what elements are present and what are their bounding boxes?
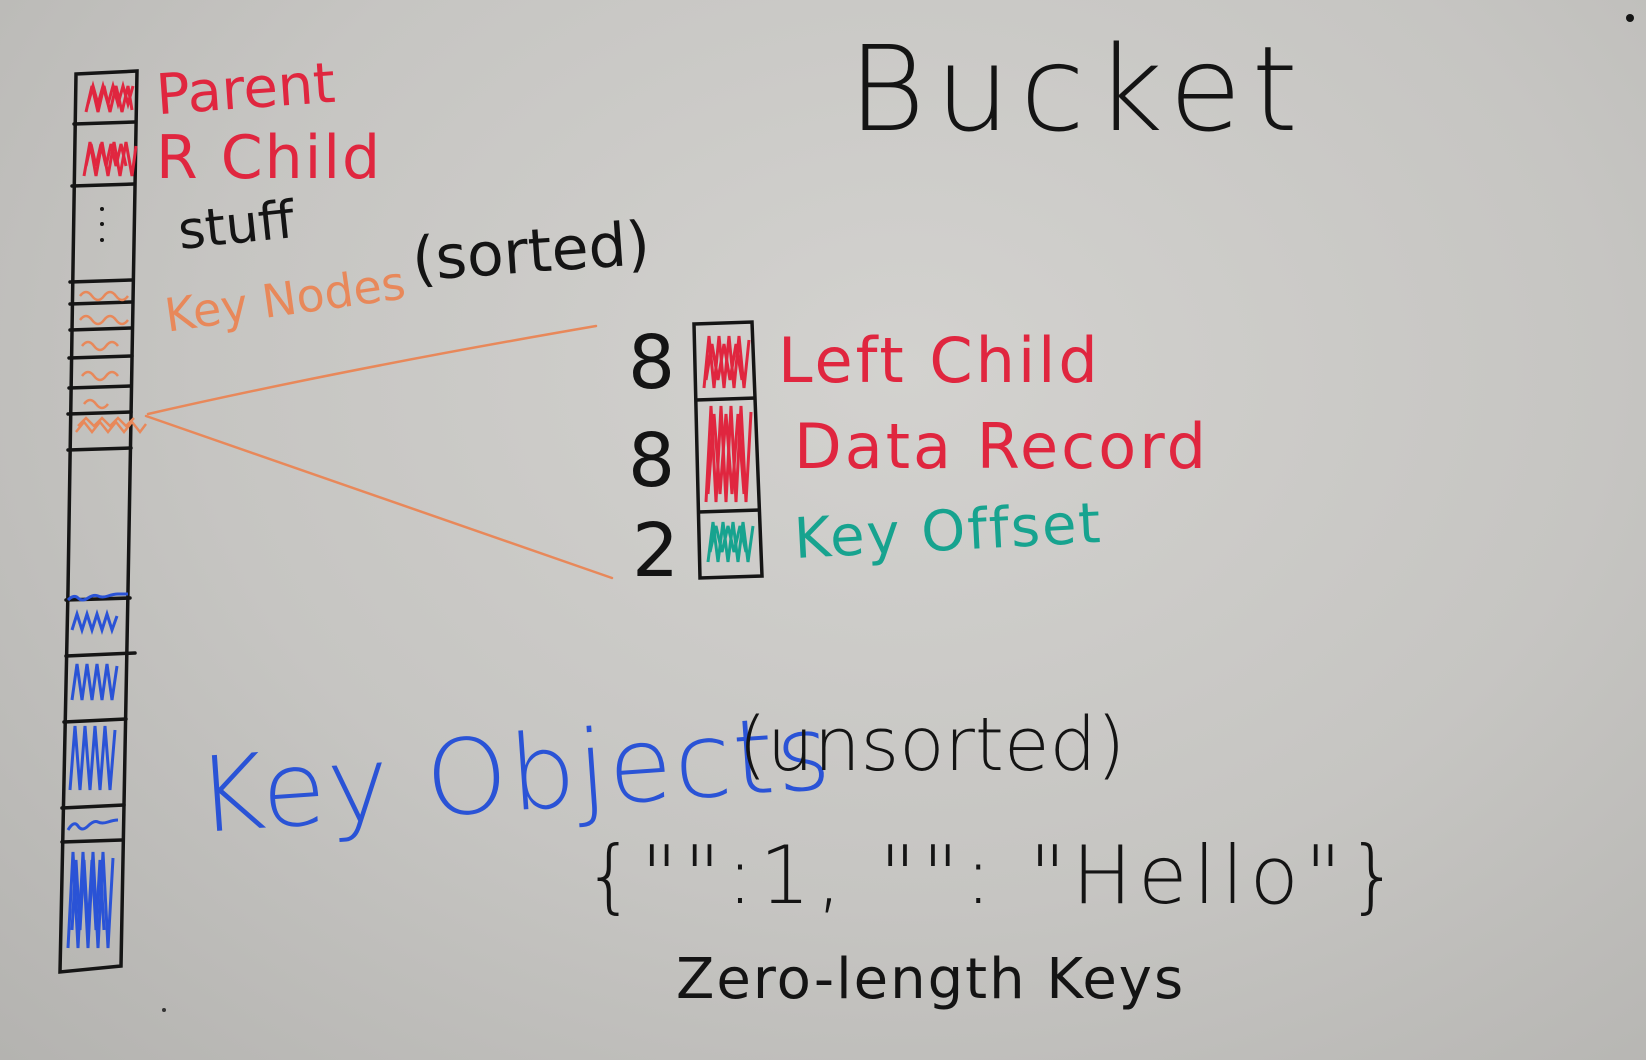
parent-cell-fill [84,80,135,113]
key-offset-label: Key Offset [792,490,1104,573]
left-child-fill [702,335,751,389]
data-record-size: 8 [628,418,676,504]
unsorted-label: (unsorted) [738,702,1126,788]
example-json: {"":1, "": "Hello"} [584,829,1405,922]
parent-label: Parent [153,50,338,129]
data-record-label: Data Record [794,410,1209,483]
key-objects-fill [66,592,128,949]
sorted-label: (sorted) [409,208,653,296]
bucket-divider [66,410,133,416]
bucket-divider [68,278,134,284]
bucket-divider [67,354,134,360]
bucket-divider [64,596,132,602]
r-child-label: R Child [156,123,383,193]
left-child-label: Left Child [778,324,1101,397]
bucket-divider [66,446,133,452]
bucket-divider [72,120,137,126]
marker-dot [162,1008,166,1012]
bucket-divider [64,651,137,658]
r-child-cell-fill [82,141,138,177]
key-node-divider [695,396,757,402]
zero-length-keys-caption: Zero-length Keys [676,947,1186,1012]
ellipsis-dots [100,207,104,242]
bucket-divider [60,803,126,810]
marker-dot [1626,14,1634,22]
bucket-divider [68,300,134,306]
bucket-divider [60,838,124,844]
key-offset-size: 2 [632,508,680,594]
data-record-fill [704,405,753,503]
key-node-scribbles [75,290,147,435]
bucket-column [58,69,139,974]
left-child-size: 8 [628,320,676,406]
stuff-label: stuff [175,190,298,262]
key-node-box [692,320,764,580]
bucket-divider [68,326,134,332]
zoom-connector-lines [144,324,614,580]
key-node-divider [697,508,761,514]
bucket-divider [70,182,136,188]
board-title: Bucket [848,20,1308,158]
bucket-divider [67,384,133,390]
key-offset-fill [706,521,755,563]
bucket-divider [62,717,128,724]
